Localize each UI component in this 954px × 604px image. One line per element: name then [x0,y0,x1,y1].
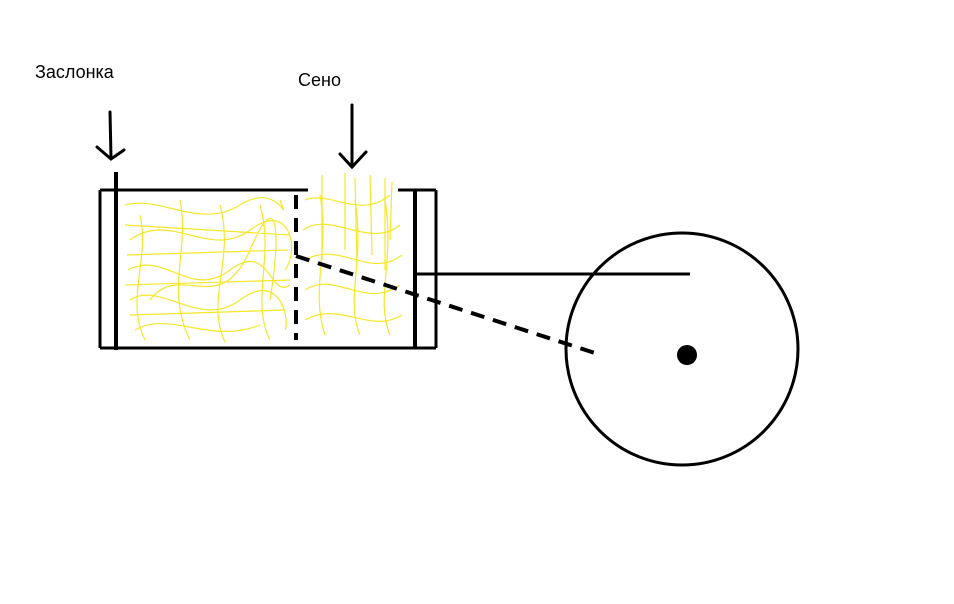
damper-label: Заслонка [35,62,114,82]
hay-label: Сено [298,70,341,90]
hay-fill [124,173,403,343]
flywheel-axle [677,345,697,365]
damper-arrow-icon [95,110,126,161]
press-chamber [98,188,438,350]
flywheel [564,231,800,467]
hay-arrow-icon [338,103,368,170]
piston-alt-position [294,195,599,356]
